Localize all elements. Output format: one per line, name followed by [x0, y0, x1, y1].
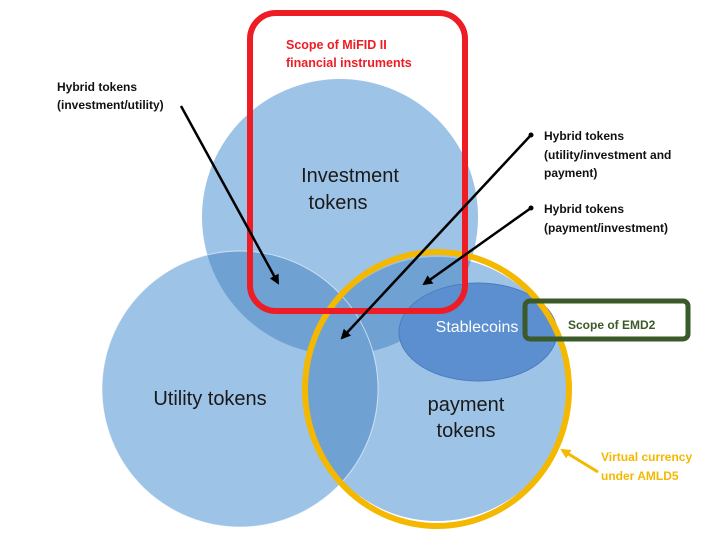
emd2-scope-box	[522, 298, 691, 342]
hybrid-investment-utility-line2: (investment/utility)	[57, 98, 164, 112]
hybrid-payment-investment-line1: Hybrid tokens	[544, 202, 624, 216]
payment-tokens-label-line1: payment	[428, 394, 505, 416]
arrow-amld5	[560, 448, 599, 474]
arrow-utility-investment-payment	[340, 134, 532, 340]
stablecoins-label: Stablecoins	[436, 319, 519, 336]
mifid-scope-label-line1: Scope of MiFID II	[286, 38, 387, 52]
hybrid-payment-investment-line2: (payment/investment)	[544, 221, 668, 235]
amld5-scope-label-line1: Virtual currency	[601, 450, 692, 464]
mifid-scope-label-line2: financial instruments	[286, 56, 412, 70]
investment-tokens-label-line2: tokens	[309, 192, 368, 214]
investment-payment-overlap	[305, 257, 478, 355]
bullet-dot-1	[528, 132, 534, 138]
hybrid-utility-investment-payment-line3: payment)	[544, 166, 597, 180]
investment-tokens-label-line1: Investment	[301, 165, 399, 187]
payment-tokens-label-line2: tokens	[437, 420, 496, 442]
arrow-investment-utility	[179, 105, 280, 285]
amld5-scope-ring	[302, 249, 572, 529]
mifid-scope-box	[247, 10, 468, 314]
hybrid-utility-investment-payment-line1: Hybrid tokens	[544, 129, 624, 143]
arrow-payment-investment	[422, 206, 532, 286]
hybrid-utility-investment-payment-line2: (utility/investment and	[544, 148, 671, 162]
emd2-scope-label: Scope of EMD2	[568, 318, 656, 332]
utility-tokens-label: Utility tokens	[153, 388, 266, 410]
amld5-scope-label-line2: under AMLD5	[601, 469, 679, 483]
utility-circle-outline	[101, 250, 379, 528]
investment-utility-overlap	[202, 251, 378, 355]
hybrid-investment-utility-line1: Hybrid tokens	[57, 80, 137, 94]
bullet-dot-2	[528, 205, 534, 211]
